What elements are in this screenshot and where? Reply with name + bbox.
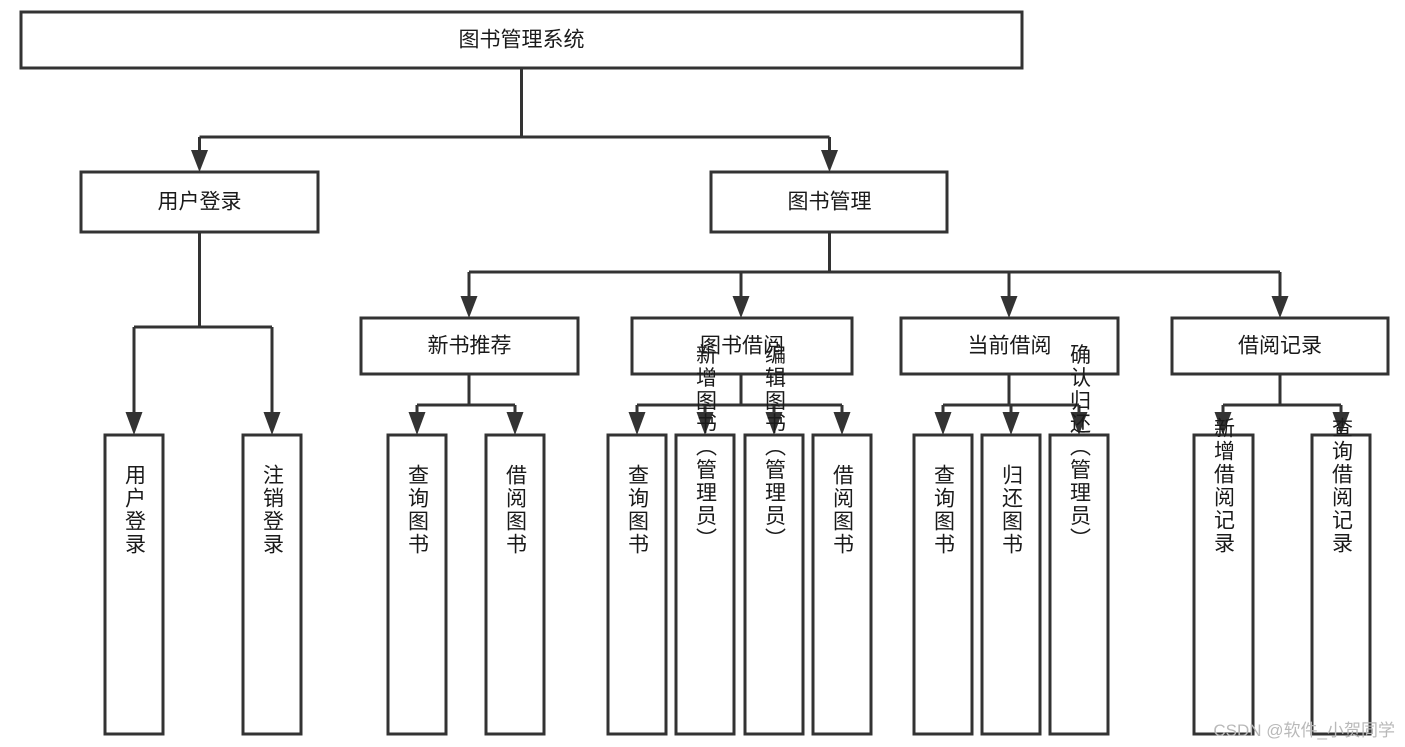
node-current-borrow[interactable]: 当前借阅 (899, 316, 1120, 376)
node-leaf-confirm-return-box[interactable] (1048, 433, 1110, 736)
node-book-manage[interactable]: 图书管理 (709, 170, 949, 234)
node-borrow-record-label: 借阅记录 (1238, 335, 1322, 358)
node-borrow-record-box[interactable] (1170, 316, 1390, 376)
arrowhead-borrow-record (1271, 296, 1289, 318)
node-leaf-return-book-box[interactable] (980, 433, 1042, 736)
node-book-borrow-label: 图书借阅 (700, 335, 784, 358)
node-leaf-borrow-book-2-label: 借阅图书 (831, 464, 855, 556)
node-leaf-query-record-label: 查询借阅记录 (1330, 417, 1354, 555)
node-new-book-recommend-box[interactable] (359, 316, 580, 376)
node-user-login-label: 用户登录 (158, 191, 242, 214)
node-leaf-add-book-label: 新增图书（管理员） (694, 344, 718, 551)
node-leaf-query-book-3[interactable]: 查询图书 (912, 433, 974, 736)
arrowhead-new-book-recommend (460, 296, 478, 318)
node-leaf-confirm-return-label: 确认归还（管理员） (1068, 344, 1092, 551)
node-root-box[interactable] (19, 10, 1024, 70)
node-user-login-box[interactable] (79, 170, 320, 234)
node-leaf-edit-book-label: 编辑图书（管理员） (763, 344, 787, 551)
arrowhead-leaf-logout (263, 412, 281, 435)
node-root[interactable]: 图书管理系统 (19, 10, 1024, 70)
node-leaf-logout[interactable]: 注销登录 (241, 433, 303, 736)
arrowhead-current-borrow (1000, 296, 1018, 318)
node-leaf-query-book-3-box[interactable] (912, 433, 974, 736)
node-leaf-borrow-book-1-box[interactable] (484, 433, 546, 736)
node-leaf-user-login-box[interactable] (103, 433, 165, 736)
node-leaf-query-record[interactable]: 查询借阅记录 (1310, 417, 1372, 736)
node-leaf-query-book-2[interactable]: 查询图书 (606, 433, 668, 736)
node-new-book-recommend-label: 新书推荐 (428, 335, 512, 358)
arrowhead-leaf-query-record (1332, 412, 1350, 435)
arrowhead-book-manage (821, 150, 838, 172)
node-leaf-user-login[interactable]: 用户登录 (103, 433, 165, 736)
node-leaf-return-book[interactable]: 归还图书 (980, 433, 1042, 736)
node-current-borrow-box[interactable] (899, 316, 1120, 376)
node-leaf-add-book-box[interactable] (674, 433, 736, 736)
node-leaf-edit-book[interactable]: 编辑图书（管理员） (743, 344, 805, 736)
node-leaf-query-record-box[interactable] (1310, 433, 1372, 736)
arrowhead-user-login (191, 150, 208, 172)
node-current-borrow-label: 当前借阅 (968, 335, 1052, 358)
node-leaf-query-book-1-label: 查询图书 (406, 464, 430, 556)
node-leaf-return-book-label: 归还图书 (1000, 464, 1024, 556)
node-leaf-logout-box[interactable] (241, 433, 303, 736)
arrowhead-leaf-borrow-book-1 (506, 412, 524, 435)
node-leaf-borrow-book-2[interactable]: 借阅图书 (811, 433, 873, 736)
node-leaf-query-book-2-box[interactable] (606, 433, 668, 736)
arrowhead-leaf-return-book (1002, 412, 1020, 435)
node-book-borrow[interactable]: 图书借阅 (630, 316, 854, 376)
node-leaf-query-book-2-label: 查询图书 (626, 464, 650, 556)
node-new-book-recommend[interactable]: 新书推荐 (359, 316, 580, 376)
node-user-login[interactable]: 用户登录 (79, 170, 320, 234)
node-borrow-record[interactable]: 借阅记录 (1170, 316, 1390, 376)
node-leaf-confirm-return[interactable]: 确认归还（管理员） (1048, 344, 1110, 736)
node-book-manage-label: 图书管理 (788, 191, 872, 214)
node-leaf-edit-book-box[interactable] (743, 433, 805, 736)
arrowhead-leaf-query-book-1 (408, 412, 426, 435)
arrowhead-leaf-borrow-book-2 (833, 412, 851, 435)
arrowhead-leaf-query-book-2 (628, 412, 646, 435)
node-leaf-borrow-book-2-box[interactable] (811, 433, 873, 736)
arrowhead-leaf-add-book (696, 412, 714, 435)
node-leaf-borrow-book-1-label: 借阅图书 (504, 464, 528, 556)
node-book-borrow-box[interactable] (630, 316, 854, 376)
node-root-label: 图书管理系统 (459, 29, 585, 52)
node-leaf-query-book-1[interactable]: 查询图书 (386, 433, 448, 736)
arrowhead-book-borrow (732, 296, 750, 318)
connector-layer (125, 68, 1350, 435)
node-leaf-user-login-label: 用户登录 (123, 464, 147, 556)
arrowhead-leaf-add-record (1214, 412, 1232, 435)
arrowhead-leaf-query-book-3 (934, 412, 952, 435)
arrowhead-leaf-confirm-return (1070, 412, 1088, 435)
node-leaf-add-book[interactable]: 新增图书（管理员） (674, 344, 736, 736)
node-leaf-query-book-3-label: 查询图书 (932, 464, 956, 556)
arrowhead-leaf-edit-book (765, 412, 783, 435)
node-leaf-logout-label: 注销登录 (261, 464, 285, 556)
node-leaf-add-record-label: 新增借阅记录 (1212, 417, 1236, 555)
node-leaf-borrow-book-1[interactable]: 借阅图书 (484, 433, 546, 736)
node-leaf-add-record[interactable]: 新增借阅记录 (1192, 417, 1255, 736)
arrowhead-leaf-user-login (125, 412, 143, 435)
node-leaf-query-book-1-box[interactable] (386, 433, 448, 736)
node-leaf-add-record-box[interactable] (1192, 433, 1255, 736)
node-book-manage-box[interactable] (709, 170, 949, 234)
